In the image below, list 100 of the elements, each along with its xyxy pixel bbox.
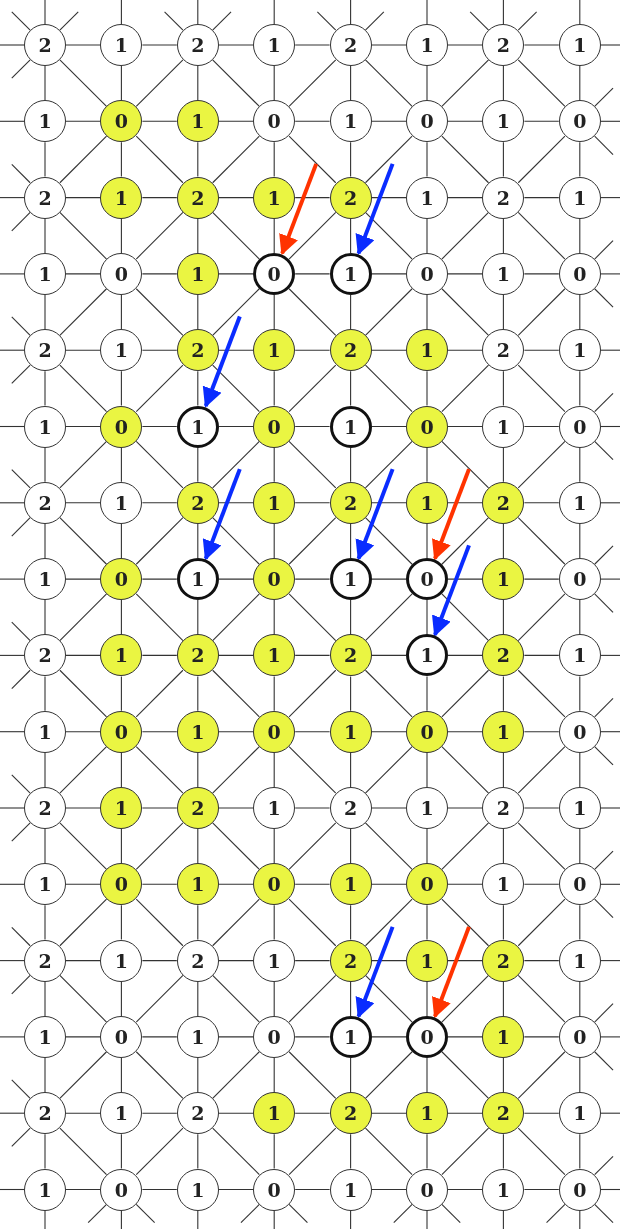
number-circle: 1: [253, 939, 296, 982]
lattice-line: [120, 1133, 122, 1170]
lattice-line: [579, 446, 581, 483]
lattice-line: [135, 974, 184, 1023]
lattice-line: [44, 141, 46, 178]
number-circle: 0: [558, 710, 601, 753]
number-circle: 1: [558, 939, 601, 982]
lattice-line: [523, 807, 560, 809]
number-circle: 1: [329, 100, 372, 143]
number-circle: 2: [482, 481, 525, 524]
lattice-line: [273, 828, 275, 864]
number-circle: 1: [253, 634, 296, 677]
lattice-line: [441, 1051, 490, 1099]
lattice-line: [65, 120, 101, 122]
lattice-line: [212, 59, 260, 107]
lattice-line: [141, 502, 178, 504]
lattice-line: [579, 599, 581, 635]
lattice-line: [120, 294, 122, 330]
lattice-line: [197, 1133, 199, 1170]
lattice-line: [502, 218, 504, 254]
number-circle: 1: [482, 100, 525, 143]
lattice-line: [364, 822, 413, 870]
number-circle: 0: [100, 1015, 143, 1058]
lattice-line: [371, 1188, 407, 1191]
lattice-line: [294, 654, 331, 656]
lattice-line: [350, 370, 352, 407]
lattice-line: [523, 197, 560, 199]
number-circle: 0: [558, 1168, 601, 1211]
lattice-line: [579, 828, 581, 864]
lattice-line: [502, 141, 504, 178]
number-circle: 1: [406, 939, 448, 982]
number-circle: 0: [406, 100, 448, 143]
number-circle: 2: [176, 787, 219, 829]
lattice-line: [364, 211, 413, 260]
number-circle: 0: [253, 863, 296, 906]
lattice-line: [523, 44, 560, 46]
lattice-line: [350, 904, 352, 941]
number-circle: 1: [329, 863, 372, 906]
lattice-line: [294, 1036, 331, 1038]
lattice-line: [120, 523, 122, 559]
lattice-line: [364, 1127, 413, 1176]
number-circle: 2: [482, 176, 525, 219]
lattice-line: [218, 44, 254, 46]
number-circle: 1: [253, 481, 296, 524]
lattice-line: [350, 294, 352, 330]
lattice-line: [288, 1051, 337, 1099]
lattice-line: [141, 44, 178, 46]
number-circle: 2: [482, 787, 525, 829]
number-circle: 1: [176, 1015, 219, 1058]
number-circle: 2: [24, 634, 66, 677]
lattice-line: [218, 578, 254, 580]
number-circle: 1: [100, 939, 143, 982]
lattice-line: [65, 349, 101, 351]
lattice-line: [426, 1133, 428, 1170]
lattice-line: [120, 599, 122, 635]
number-circle: 2: [24, 176, 66, 219]
number-circle: 0: [406, 1015, 448, 1058]
lattice-line: [141, 1112, 178, 1114]
number-circle: 2: [176, 24, 219, 66]
lattice-line: [371, 578, 407, 580]
lattice-line: [59, 135, 108, 184]
lattice-line: [65, 273, 101, 275]
lattice-line: [441, 1127, 490, 1176]
arrow: [202, 468, 242, 561]
lattice-line: [44, 446, 46, 483]
lattice-line: [364, 669, 413, 718]
lattice-line: [294, 120, 331, 122]
lattice-line: [197, 752, 199, 788]
lattice-line: [197, 599, 199, 635]
lattice-line: [517, 364, 566, 413]
number-circle: 0: [558, 100, 601, 143]
lattice-line: [294, 349, 331, 351]
lattice-line: [579, 1057, 581, 1093]
lattice-line: [579, 65, 581, 101]
lattice-line: [294, 578, 331, 580]
lattice-line: [426, 752, 428, 788]
number-circle: 1: [253, 176, 296, 219]
lattice-line: [441, 746, 490, 794]
lattice-line: [523, 425, 560, 428]
lattice-line: [197, 981, 199, 1017]
lattice-line: [371, 654, 407, 656]
number-circle: 2: [329, 634, 372, 677]
number-circle: 2: [482, 1092, 525, 1135]
lattice-line: [273, 752, 275, 788]
lattice-line: [364, 974, 413, 1023]
lattice-line: [120, 828, 122, 864]
lattice-line: [502, 1133, 504, 1170]
lattice-line: [517, 974, 566, 1023]
lattice-line: [441, 822, 490, 870]
number-circle: 0: [100, 558, 143, 601]
lattice-line: [517, 669, 566, 718]
number-circle: 1: [24, 1168, 66, 1211]
lattice-line: [44, 1057, 46, 1093]
lattice-line: [120, 675, 122, 712]
lattice-line: [120, 446, 122, 483]
lattice-line: [426, 828, 428, 864]
lattice-line: [517, 1051, 566, 1099]
lattice-line: [502, 446, 504, 483]
lattice-line: [350, 599, 352, 635]
lattice-line: [426, 141, 428, 178]
